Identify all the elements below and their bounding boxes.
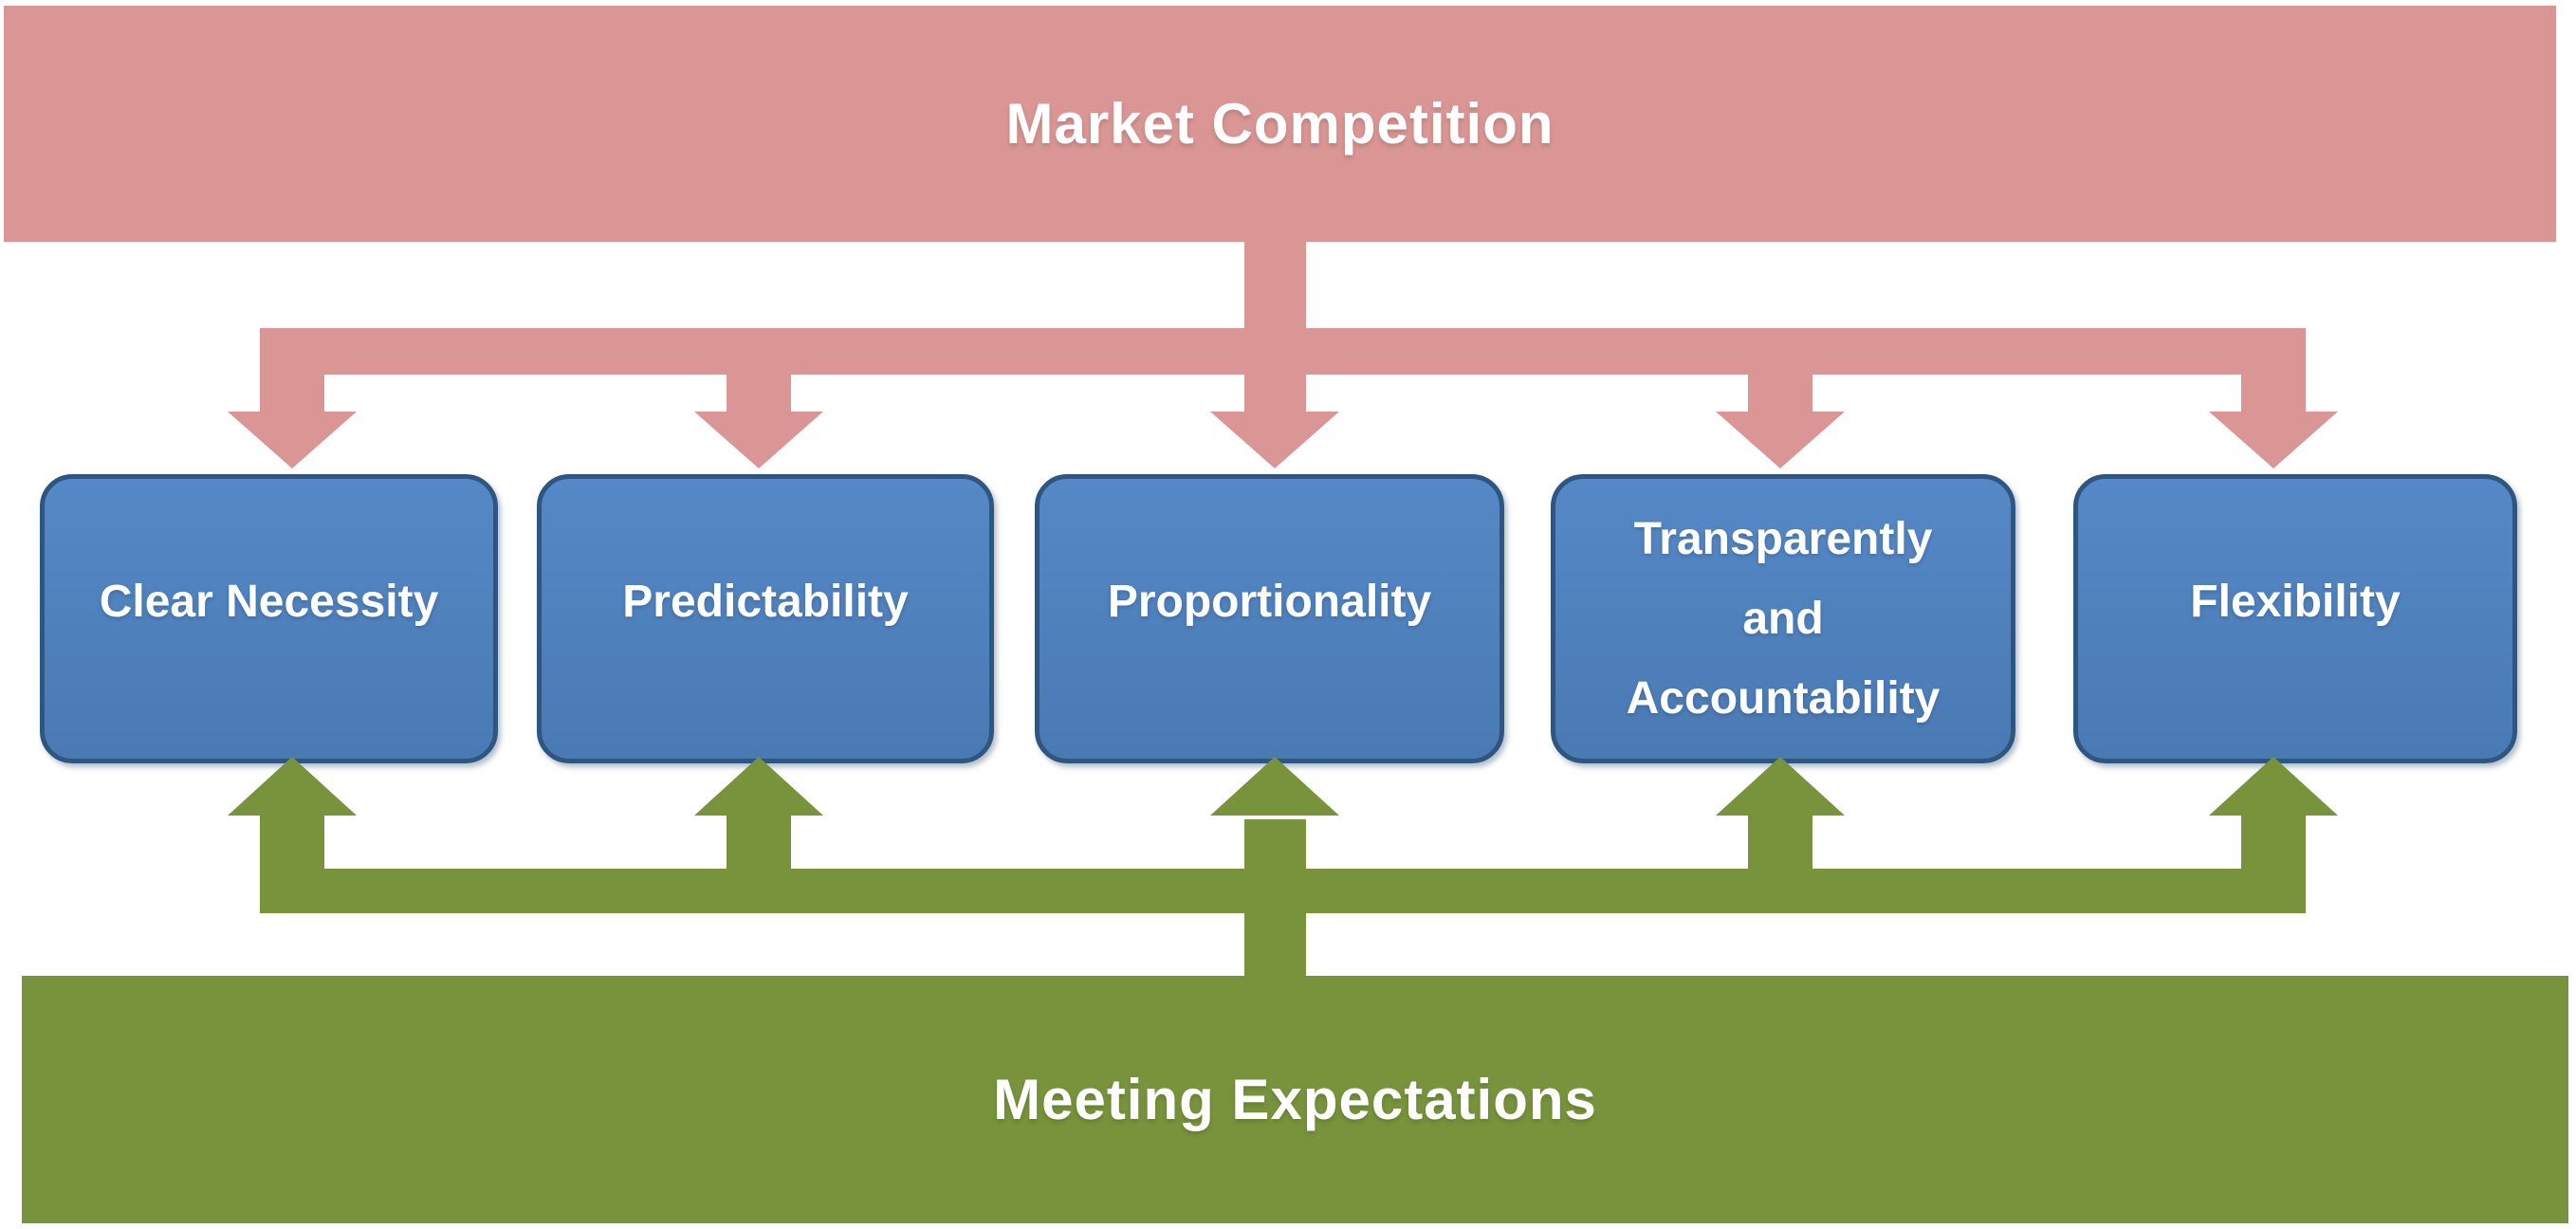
box-predictability: Predictability xyxy=(537,474,994,763)
pink-arrow-drop-5 xyxy=(2241,373,2306,413)
box-predictability-label: Predictability xyxy=(622,576,909,627)
down-arrowhead-1 xyxy=(228,412,357,468)
pink-arrow-stem xyxy=(1244,241,1306,413)
green-arrow-bar xyxy=(260,869,2306,913)
meeting-expectations-label: Meeting Expectations xyxy=(993,1068,1597,1131)
box-proportionality-label: Proportionality xyxy=(1107,576,1432,627)
market-competition-label: Market Competition xyxy=(1005,92,1555,156)
box-flexibility: Flexibility xyxy=(2073,474,2517,763)
up-arrowhead-5 xyxy=(2209,757,2338,816)
box-clear-necessity-label: Clear Necessity xyxy=(99,576,439,627)
pink-arrow-bar xyxy=(260,328,2306,375)
box-transparently-and-accountability-label: Transparently and Accountability xyxy=(1626,513,1941,724)
down-arrowhead-5 xyxy=(2209,412,2338,468)
down-arrowhead-3 xyxy=(1210,412,1339,468)
green-arrow-riser-2 xyxy=(727,816,791,871)
box-clear-necessity: Clear Necessity xyxy=(40,474,498,763)
green-arrow-riser-1 xyxy=(260,816,324,871)
up-arrowhead-4 xyxy=(1716,757,1845,816)
up-arrowhead-1 xyxy=(228,757,357,816)
down-arrowhead-2 xyxy=(694,412,823,468)
pink-arrow-drop-1 xyxy=(260,373,324,413)
box-flexibility-label: Flexibility xyxy=(2190,576,2401,627)
market-competition-banner: Market Competition xyxy=(4,6,2556,242)
up-arrowhead-2 xyxy=(694,757,823,816)
down-arrowhead-4 xyxy=(1716,412,1845,468)
meeting-expectations-banner: Meeting Expectations xyxy=(22,976,2568,1223)
pink-arrow-drop-2 xyxy=(727,373,791,413)
pink-arrow-drop-4 xyxy=(1748,373,1812,413)
green-arrow-riser-4 xyxy=(1748,816,1812,871)
green-arrow-riser-5 xyxy=(2241,816,2306,871)
box-transparently-and-accountability: Transparently and Accountability xyxy=(1551,474,2015,763)
up-arrowhead-3 xyxy=(1210,757,1339,816)
box-proportionality: Proportionality xyxy=(1035,474,1504,763)
